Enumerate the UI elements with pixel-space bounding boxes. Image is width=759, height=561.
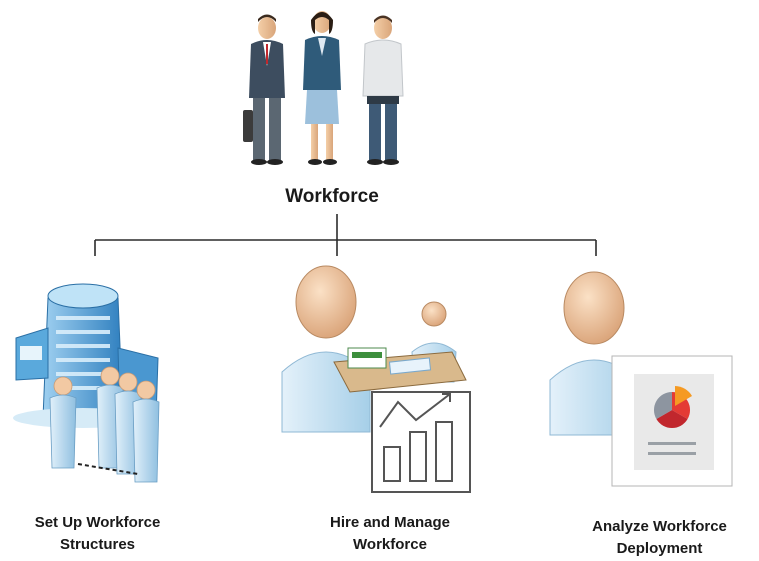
child-1-line-2: Structures — [59, 536, 136, 553]
child-label-hire-manage: Hire and Manage Workforce — [290, 512, 490, 556]
analytics-report-icon — [549, 271, 733, 487]
child-3-line-1: Analyze Workforce — [592, 518, 727, 535]
child-2-line-1: Hire and Manage — [329, 514, 451, 531]
child-2-line-2: Workforce — [353, 536, 427, 553]
root-node-label: Workforce — [232, 186, 432, 208]
child-label-structures: Set Up Workforce Structures — [0, 512, 195, 556]
organization-building-icon — [13, 283, 160, 483]
people-group-icon — [243, 11, 404, 165]
hiring-desk-icon — [281, 265, 471, 493]
child-3-line-2: Deployment — [616, 540, 703, 557]
child-1-line-1: Set Up Workforce — [34, 514, 161, 531]
child-label-analyze: Analyze Workforce Deployment — [560, 516, 759, 560]
root-label-text: Workforce — [285, 186, 379, 207]
